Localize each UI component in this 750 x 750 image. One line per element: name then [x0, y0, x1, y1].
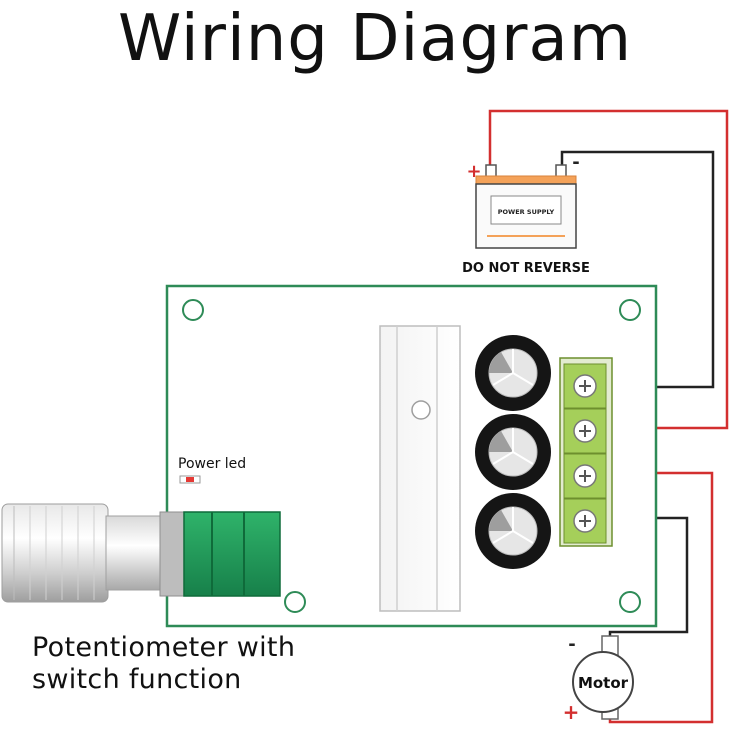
- power-supply: POWER SUPPLY + - DO NOT REVERSE: [462, 152, 590, 276]
- power-supply-label: POWER SUPPLY: [498, 208, 555, 216]
- battery-plus-sign: +: [466, 161, 481, 182]
- potentiometer-caption: Potentiometer with switch function: [32, 632, 295, 696]
- power-led: [179, 475, 201, 484]
- heat-sink: [379, 325, 461, 612]
- capacitor-2: [475, 414, 551, 490]
- battery-terminal-positive: [485, 164, 497, 178]
- battery-minus-sign: -: [572, 152, 579, 173]
- terminal-screw-4: [573, 509, 597, 533]
- supply-negative-wire: [560, 150, 715, 389]
- pot-body: [183, 511, 281, 597]
- power-supply-warning: DO NOT REVERSE: [462, 261, 590, 276]
- motor: Motor - +: [563, 634, 634, 724]
- power-led-label: Power led: [178, 456, 246, 472]
- pot-knob: [1, 503, 109, 603]
- supply-positive-wire: [488, 109, 729, 430]
- mount-hole-top-right: [619, 299, 641, 321]
- motor-body: [572, 651, 634, 713]
- pot-shaft: [105, 515, 163, 591]
- battery-terminal-negative: [555, 164, 567, 178]
- capacitor-1: [475, 335, 551, 411]
- diagram-title: Wiring Diagram: [117, 2, 633, 76]
- wires: [488, 109, 729, 724]
- motor-plus-sign: +: [563, 700, 580, 724]
- motor-minus-sign: -: [568, 634, 575, 655]
- terminal-screw-2: [573, 419, 597, 443]
- terminal-block: [559, 357, 613, 547]
- mount-hole-top-left: [182, 299, 204, 321]
- caption-line-1: Potentiometer with: [32, 632, 296, 663]
- terminal-screw-1: [573, 374, 597, 398]
- capacitor-3: [475, 493, 551, 569]
- mount-hole-bottom-left: [284, 591, 306, 613]
- caption-line-2: switch function: [32, 664, 242, 695]
- mount-hole-bottom-right: [619, 591, 641, 613]
- potentiometer: [1, 503, 281, 603]
- motor-label: Motor: [578, 674, 629, 692]
- terminal-screw-3: [573, 464, 597, 488]
